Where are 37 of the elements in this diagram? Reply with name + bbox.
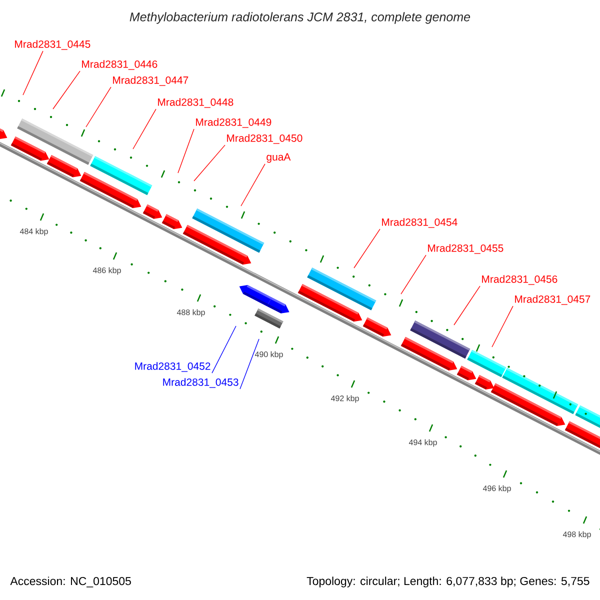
leader-line [354, 228, 380, 268]
scale-label: 494 kbp [408, 439, 437, 447]
gene-label: guaA [266, 153, 291, 163]
gene-label: Mrad2831_0456 [482, 275, 558, 285]
gene-label: Mrad2831_0455 [428, 244, 504, 254]
gene-label: Mrad2831_0450 [227, 134, 302, 144]
leader-line [132, 108, 156, 150]
leader-line [240, 338, 260, 390]
leader-line [400, 254, 426, 294]
leader-line [86, 86, 112, 128]
title: Methylobacterium radiotolerans JCM 2831, complete genome [130, 12, 470, 24]
gene-label: Mrad2831_0457 [515, 295, 590, 305]
gene-label: Mrad2831_0446 [82, 60, 158, 70]
scale-label: 484 kbp [20, 228, 48, 236]
scale-label: 486 kbp [92, 267, 121, 275]
leader-line [52, 70, 80, 110]
scale-label: 488 kbp [176, 309, 205, 317]
scale-label: 498 kbp [562, 531, 591, 539]
footer-text: Accession: NC_010505 [10, 576, 131, 588]
gene-label: Mrad2831_0448 [158, 98, 234, 108]
leader-line [212, 326, 236, 374]
leader-line [240, 164, 266, 206]
scale-label: 492 kbp [330, 395, 359, 403]
leader-line [22, 50, 44, 96]
gene-label: Mrad2831_0449 [196, 118, 272, 128]
scale-label: 496 kbp [482, 485, 511, 493]
gene-label: Mrad2831_0445 [15, 40, 90, 50]
gene-label: Mrad2831_0454 [382, 218, 458, 228]
gene-label: Mrad2831_0453 [163, 378, 238, 388]
gene-label: Mrad2831_0447 [113, 76, 188, 86]
gene-label: Mrad2831_0452 [135, 362, 210, 372]
scale-label: 490 kbp [254, 351, 283, 359]
leader-line [454, 286, 480, 326]
leader-line [492, 306, 514, 348]
leader-line [178, 128, 194, 174]
footer-text: Topology: circular; Length: 6,077,833 bp; Genes: 5,755 [306, 576, 590, 588]
leader-line [194, 144, 226, 182]
